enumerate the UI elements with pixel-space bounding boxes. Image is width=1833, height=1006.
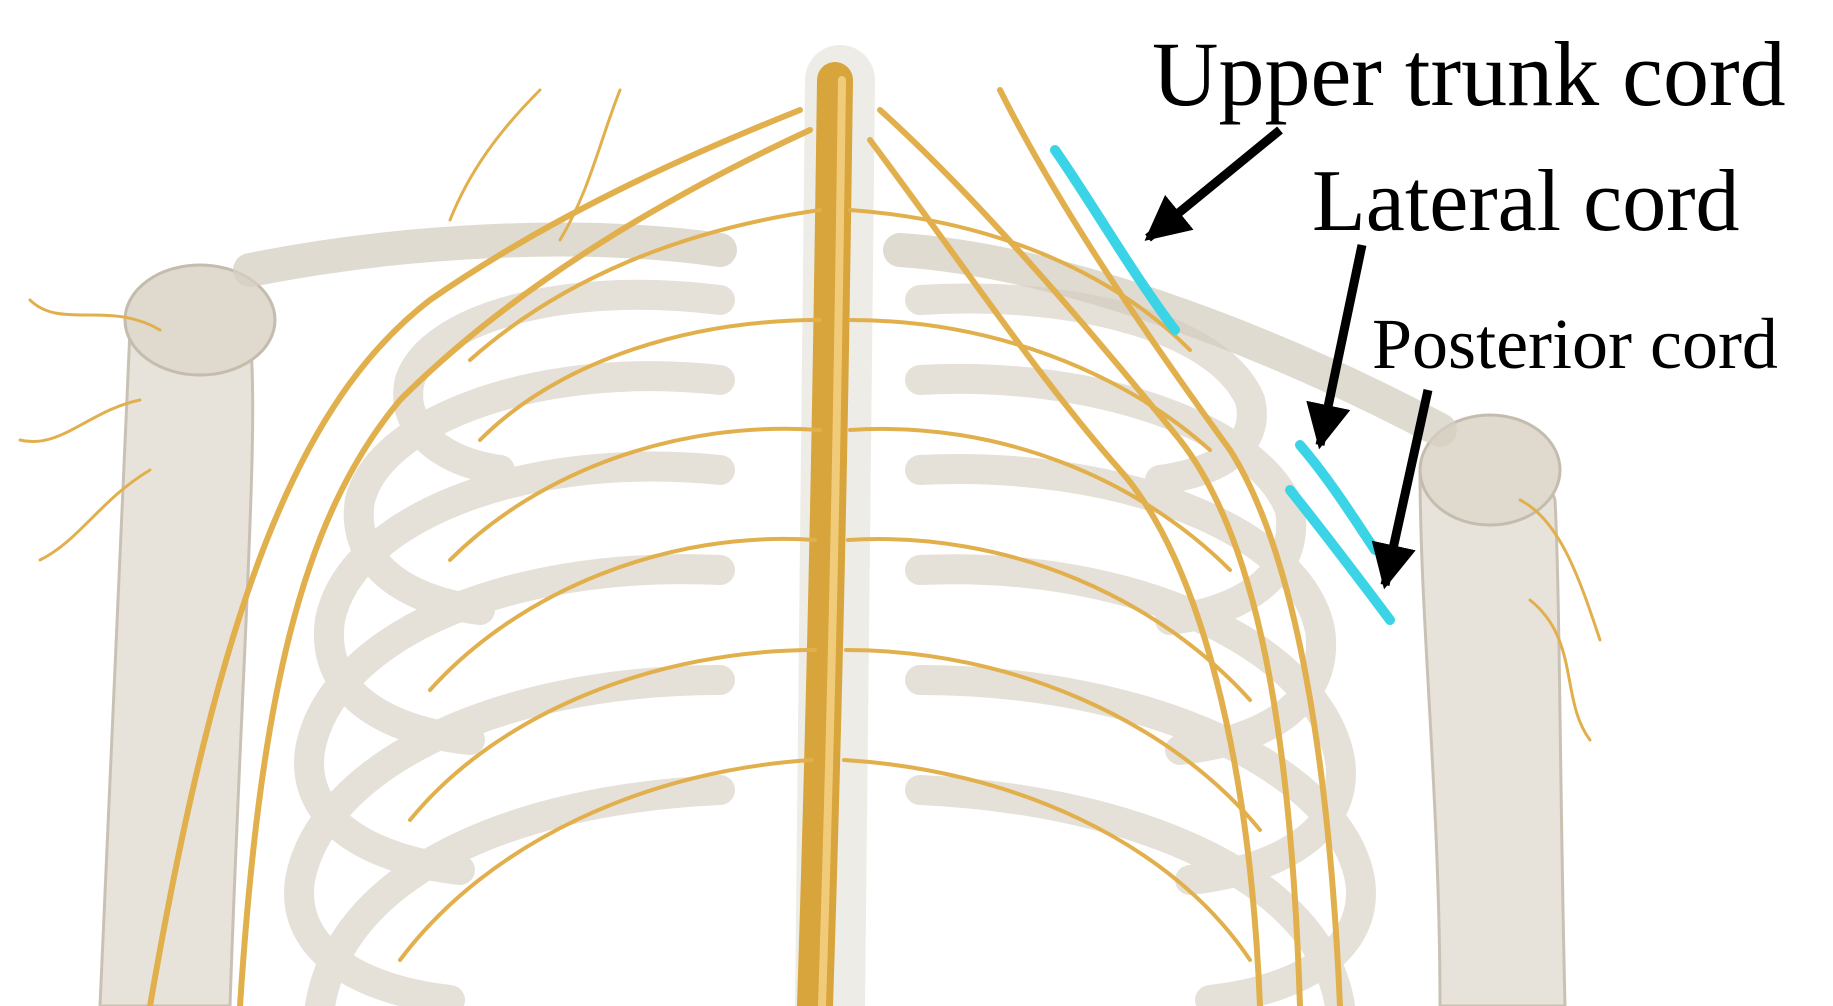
right-humerus <box>1420 453 1565 1006</box>
lateral-cord-label: Lateral cord <box>1312 158 1740 246</box>
upper-trunk-cord-label: Upper trunk cord <box>1152 28 1786 120</box>
posterior-cord-label: Posterior cord <box>1372 308 1778 380</box>
